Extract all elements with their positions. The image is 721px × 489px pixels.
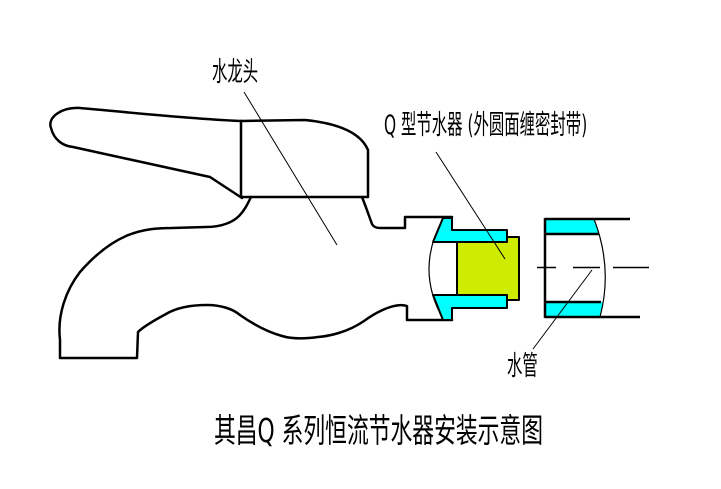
pipe-band-top bbox=[546, 220, 599, 234]
leader-line-faucet bbox=[243, 91, 338, 246]
leader-line-device bbox=[435, 151, 506, 260]
pipe-break-curve bbox=[593, 218, 606, 318]
diagram-title: 其昌Q 系列恒流节水器安装示意图 bbox=[214, 411, 543, 450]
leader-line-pipe bbox=[532, 269, 593, 350]
pipe-band-bottom bbox=[546, 302, 603, 317]
faucet-outlet-top-outline bbox=[360, 195, 454, 230]
water-saver-body bbox=[456, 236, 520, 301]
label-pipe: 水管 bbox=[507, 351, 538, 382]
faucet-head-outline bbox=[239, 118, 370, 199]
faucet-spout-outline bbox=[58, 195, 454, 360]
faucet-handle-outline bbox=[49, 106, 244, 200]
label-faucet: 水龙头 bbox=[212, 57, 259, 88]
label-water-saver: Q 型节水器 (外圆面缠密封带) bbox=[384, 110, 588, 141]
seal-flange-top bbox=[432, 217, 508, 243]
seal-flange-bottom bbox=[432, 294, 508, 321]
